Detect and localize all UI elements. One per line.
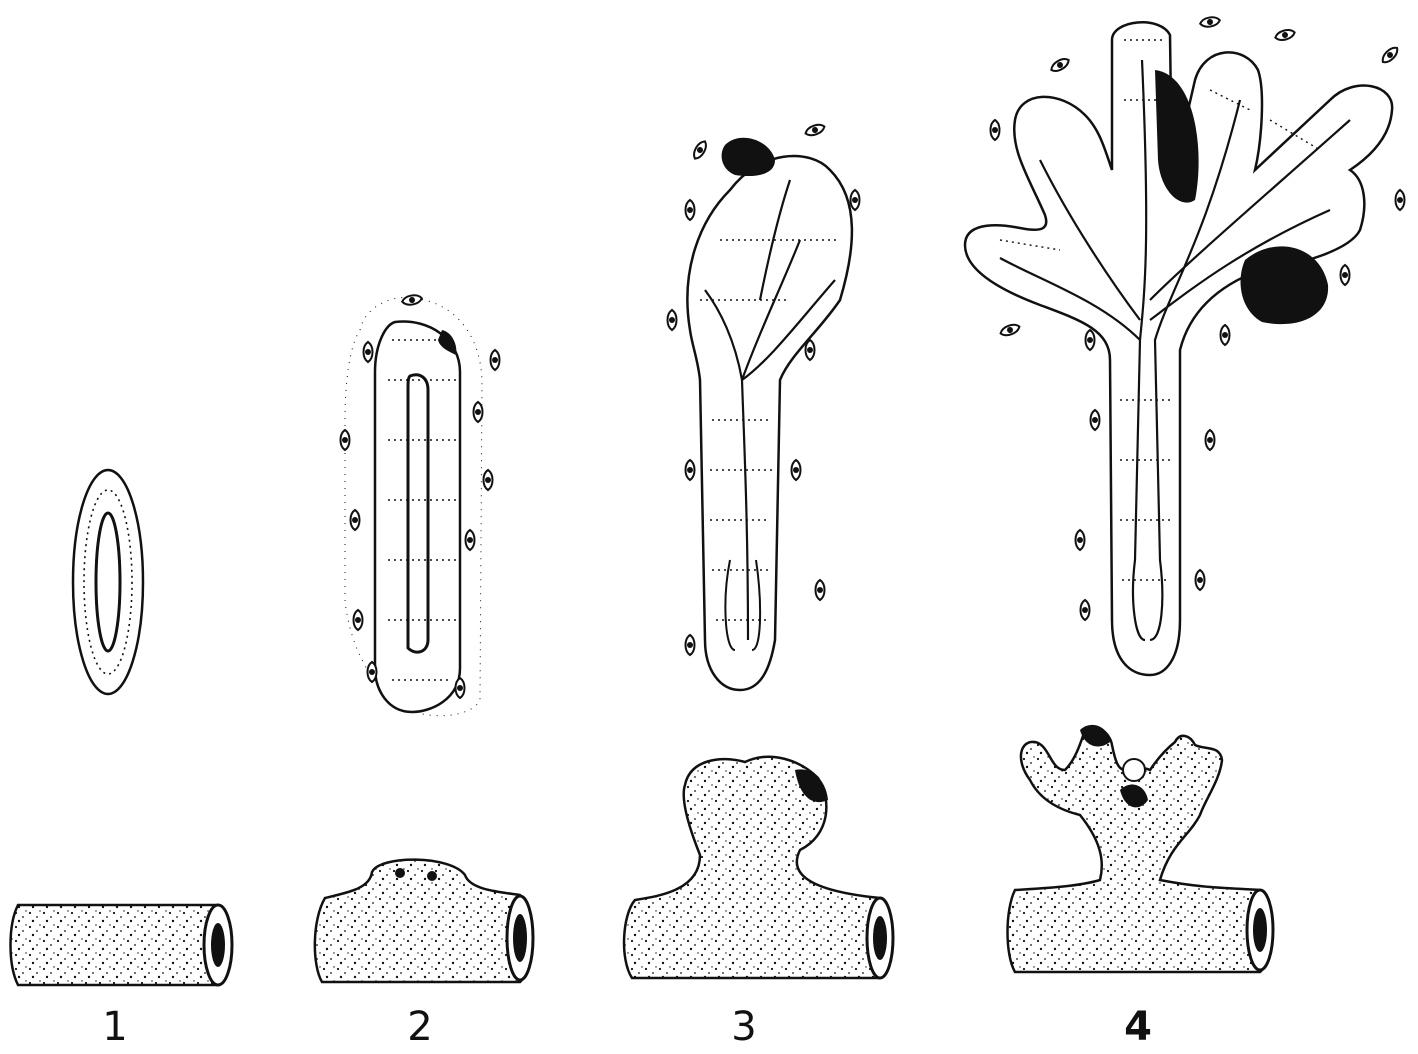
stage-3-tube [624,757,893,978]
stage-2-section [341,294,500,716]
stage-2-tube [315,860,533,982]
stage-1-section [73,470,143,694]
stage-4-tube [1008,725,1274,972]
stage-3-section [668,122,860,690]
stage-label-2: 2 [390,1003,450,1051]
stage-4-section [965,16,1405,675]
stage-label-4: 4 [1108,1003,1168,1051]
stage-1-tube [11,905,233,985]
stage-label-3: 3 [714,1003,774,1051]
stage-label-1: 1 [85,1003,145,1051]
